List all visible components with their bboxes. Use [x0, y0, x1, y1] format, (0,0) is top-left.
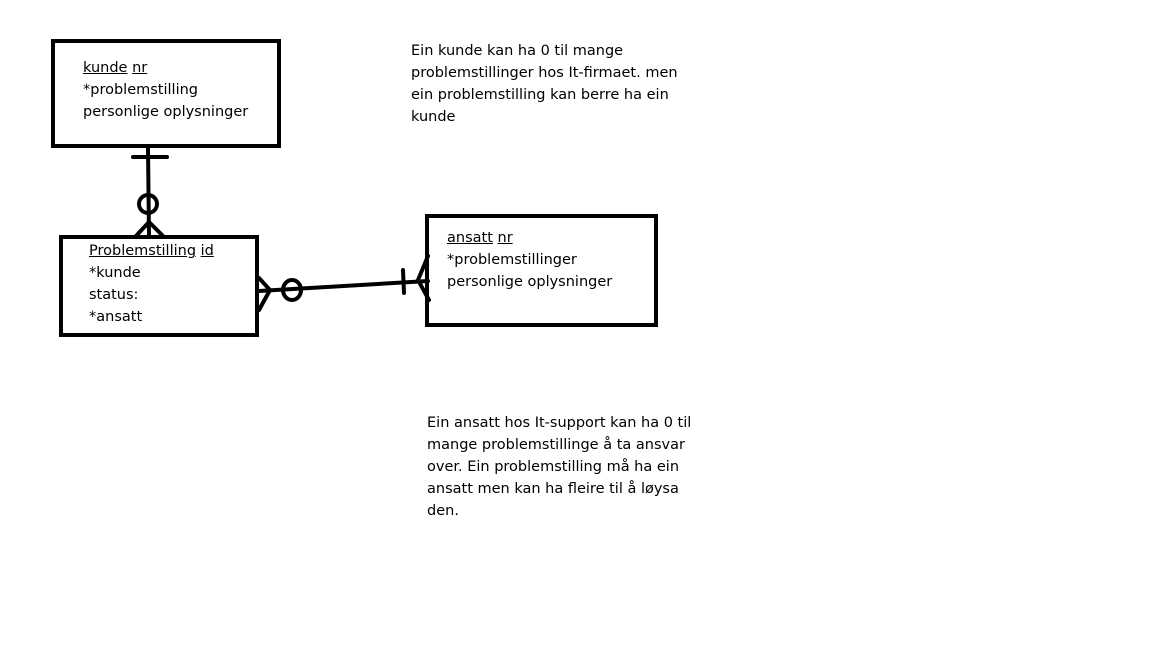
note-line: ein problemstilling kan berre ha ein: [411, 87, 669, 103]
zero-circle: [137, 193, 159, 215]
entity-ansatt-key: ansatt nr: [447, 230, 513, 246]
entity-problemstilling: Problemstilling id *kunde status: *ansat…: [59, 235, 259, 337]
note-line: over. Ein problemstilling må ha ein: [427, 459, 680, 475]
entity-ansatt-attribute: personlige oplysninger: [447, 274, 613, 290]
entity-kunde-attribute: personlige oplysninger: [83, 104, 249, 120]
note-line: Ein kunde kan ha 0 til mange: [411, 43, 624, 59]
note-line: den.: [427, 503, 459, 519]
note-kunde-relation: Ein kunde kan ha 0 til mange problemstil…: [411, 40, 678, 128]
note-ansatt-relation: Ein ansatt hos It-support kan ha 0 til m…: [427, 412, 691, 522]
note-line: ansatt men kan ha fleire til å løysa: [427, 481, 679, 497]
note-line: problemstillinger hos It-firmaet. men: [411, 65, 678, 81]
entity-problemstilling-attribute: *kunde: [89, 265, 141, 281]
entity-kunde-attribute: *problemstilling: [83, 82, 198, 98]
entity-kunde: kunde nr *problemstilling personlige opl…: [51, 39, 281, 148]
note-line: Ein ansatt hos It-support kan ha 0 til: [427, 415, 692, 431]
entity-problemstilling-attribute: status:: [89, 287, 139, 303]
problemstilling-ansatt-relation: [257, 254, 431, 312]
zero-circle-left: [281, 278, 303, 302]
note-line: mange problemstillinge å ta ansvar: [427, 437, 685, 453]
crowfoot-left: [257, 276, 273, 312]
entity-problemstilling-attribute: *ansatt: [89, 309, 143, 325]
one-tick-right: [401, 268, 406, 295]
entity-kunde-key: kunde nr: [83, 60, 148, 76]
note-line: kunde: [411, 109, 456, 125]
entity-ansatt: ansatt nr *problemstillinger personlige …: [425, 214, 658, 327]
entity-ansatt-attribute: *problemstillinger: [447, 252, 577, 268]
crowfoot: [134, 219, 165, 238]
entity-problemstilling-key: Problemstilling id: [89, 243, 214, 259]
kunde-problemstilling-relation: [131, 146, 169, 239]
